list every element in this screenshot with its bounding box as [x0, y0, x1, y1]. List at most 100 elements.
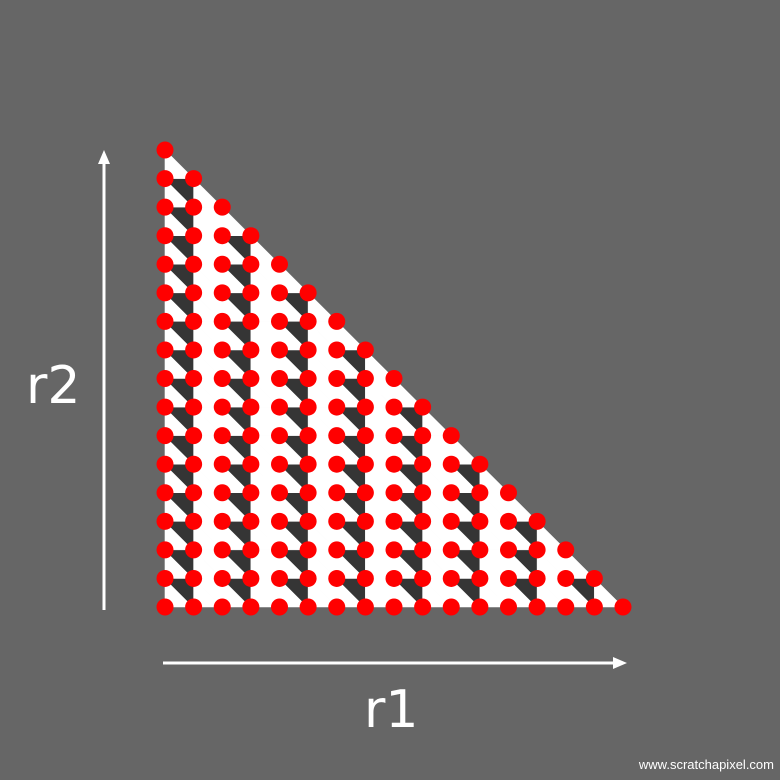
grid-cell-light [536, 520, 567, 551]
sample-point [271, 341, 288, 359]
sample-point [299, 341, 317, 359]
sample-point [471, 569, 489, 587]
sample-point [156, 141, 174, 159]
sample-point [385, 455, 403, 473]
sample-point [156, 312, 174, 330]
sample-point [328, 541, 346, 559]
sample-point [471, 541, 489, 559]
sample-point [500, 598, 517, 616]
sample-point [185, 598, 203, 616]
sample-point [356, 598, 374, 616]
sample-point [299, 484, 317, 502]
sample-point [528, 541, 546, 559]
triangle-cells [164, 149, 624, 608]
sample-point [299, 312, 317, 330]
sample-point [213, 598, 231, 616]
sample-point [442, 541, 460, 559]
sample-point [471, 512, 489, 530]
grid-cell-light [193, 177, 223, 208]
sample-point [242, 598, 260, 616]
sample-point [328, 484, 346, 502]
sample-point [442, 598, 460, 616]
sample-point [328, 598, 346, 616]
sample-point [271, 569, 288, 587]
sample-point [356, 484, 374, 502]
sample-point [385, 569, 403, 587]
sample-point [271, 541, 288, 559]
sample-point [156, 541, 174, 559]
grid-cell-light [336, 320, 367, 351]
sample-point [156, 569, 174, 587]
sample-point [242, 569, 260, 587]
arrow-right-icon [163, 657, 627, 669]
arrow-up-icon [98, 150, 110, 610]
sample-point [213, 255, 231, 273]
sample-point [242, 427, 260, 445]
sample-point [528, 569, 546, 587]
sample-point [242, 284, 260, 302]
sample-point [185, 512, 203, 530]
grid-cell-light [450, 434, 481, 465]
sample-point [557, 541, 575, 559]
sample-point [271, 398, 288, 416]
sample-point [356, 370, 374, 387]
grid-cell-light [250, 234, 281, 265]
sample-point [213, 484, 231, 502]
sample-point [185, 370, 203, 387]
sample-point [156, 512, 174, 530]
sample-point [414, 427, 432, 445]
sample-point [156, 284, 174, 302]
sample-point [271, 255, 288, 273]
grid-cell-light [508, 492, 538, 522]
sample-point [156, 455, 174, 473]
sample-point [185, 541, 203, 559]
sample-point [185, 170, 203, 188]
sample-point [156, 255, 174, 273]
sample-point [500, 569, 517, 587]
sample-point [299, 455, 317, 473]
sample-point [213, 569, 231, 587]
sample-point [185, 455, 203, 473]
sample-point [500, 512, 517, 530]
sample-point [414, 541, 432, 559]
sample-point [242, 512, 260, 530]
sample-point [213, 512, 231, 530]
sample-point [471, 455, 489, 473]
sample-point [271, 484, 288, 502]
sample-point [271, 598, 288, 616]
sample-point [185, 569, 203, 587]
grid-cell-light [565, 549, 596, 579]
sample-points [156, 141, 632, 616]
grid-cell-light [164, 149, 195, 179]
sample-point [213, 227, 231, 245]
sample-point [299, 598, 317, 616]
sample-point [500, 484, 517, 502]
sample-point [185, 427, 203, 445]
sample-point [414, 512, 432, 530]
sample-point [156, 598, 174, 616]
sample-point [156, 370, 174, 387]
sample-point [328, 512, 346, 530]
sample-point [299, 427, 317, 445]
sample-point [299, 512, 317, 530]
grid-cell-light [393, 377, 424, 408]
sample-point [213, 427, 231, 445]
sample-point [271, 284, 288, 302]
sample-point [414, 455, 432, 473]
sample-point [328, 341, 346, 359]
sample-point [385, 598, 403, 616]
sample-point [156, 198, 174, 216]
sample-point [328, 455, 346, 473]
sample-point [185, 227, 203, 245]
sample-point [213, 398, 231, 416]
sample-point [557, 598, 575, 616]
sample-point [156, 484, 174, 502]
grid-cell-light [279, 263, 309, 294]
credit-text: www.scratchapixel.com [638, 757, 774, 772]
sample-point [213, 312, 231, 330]
sample-point [442, 512, 460, 530]
sample-point [242, 398, 260, 416]
sample-point [156, 427, 174, 445]
grid-cell-light [221, 206, 252, 236]
